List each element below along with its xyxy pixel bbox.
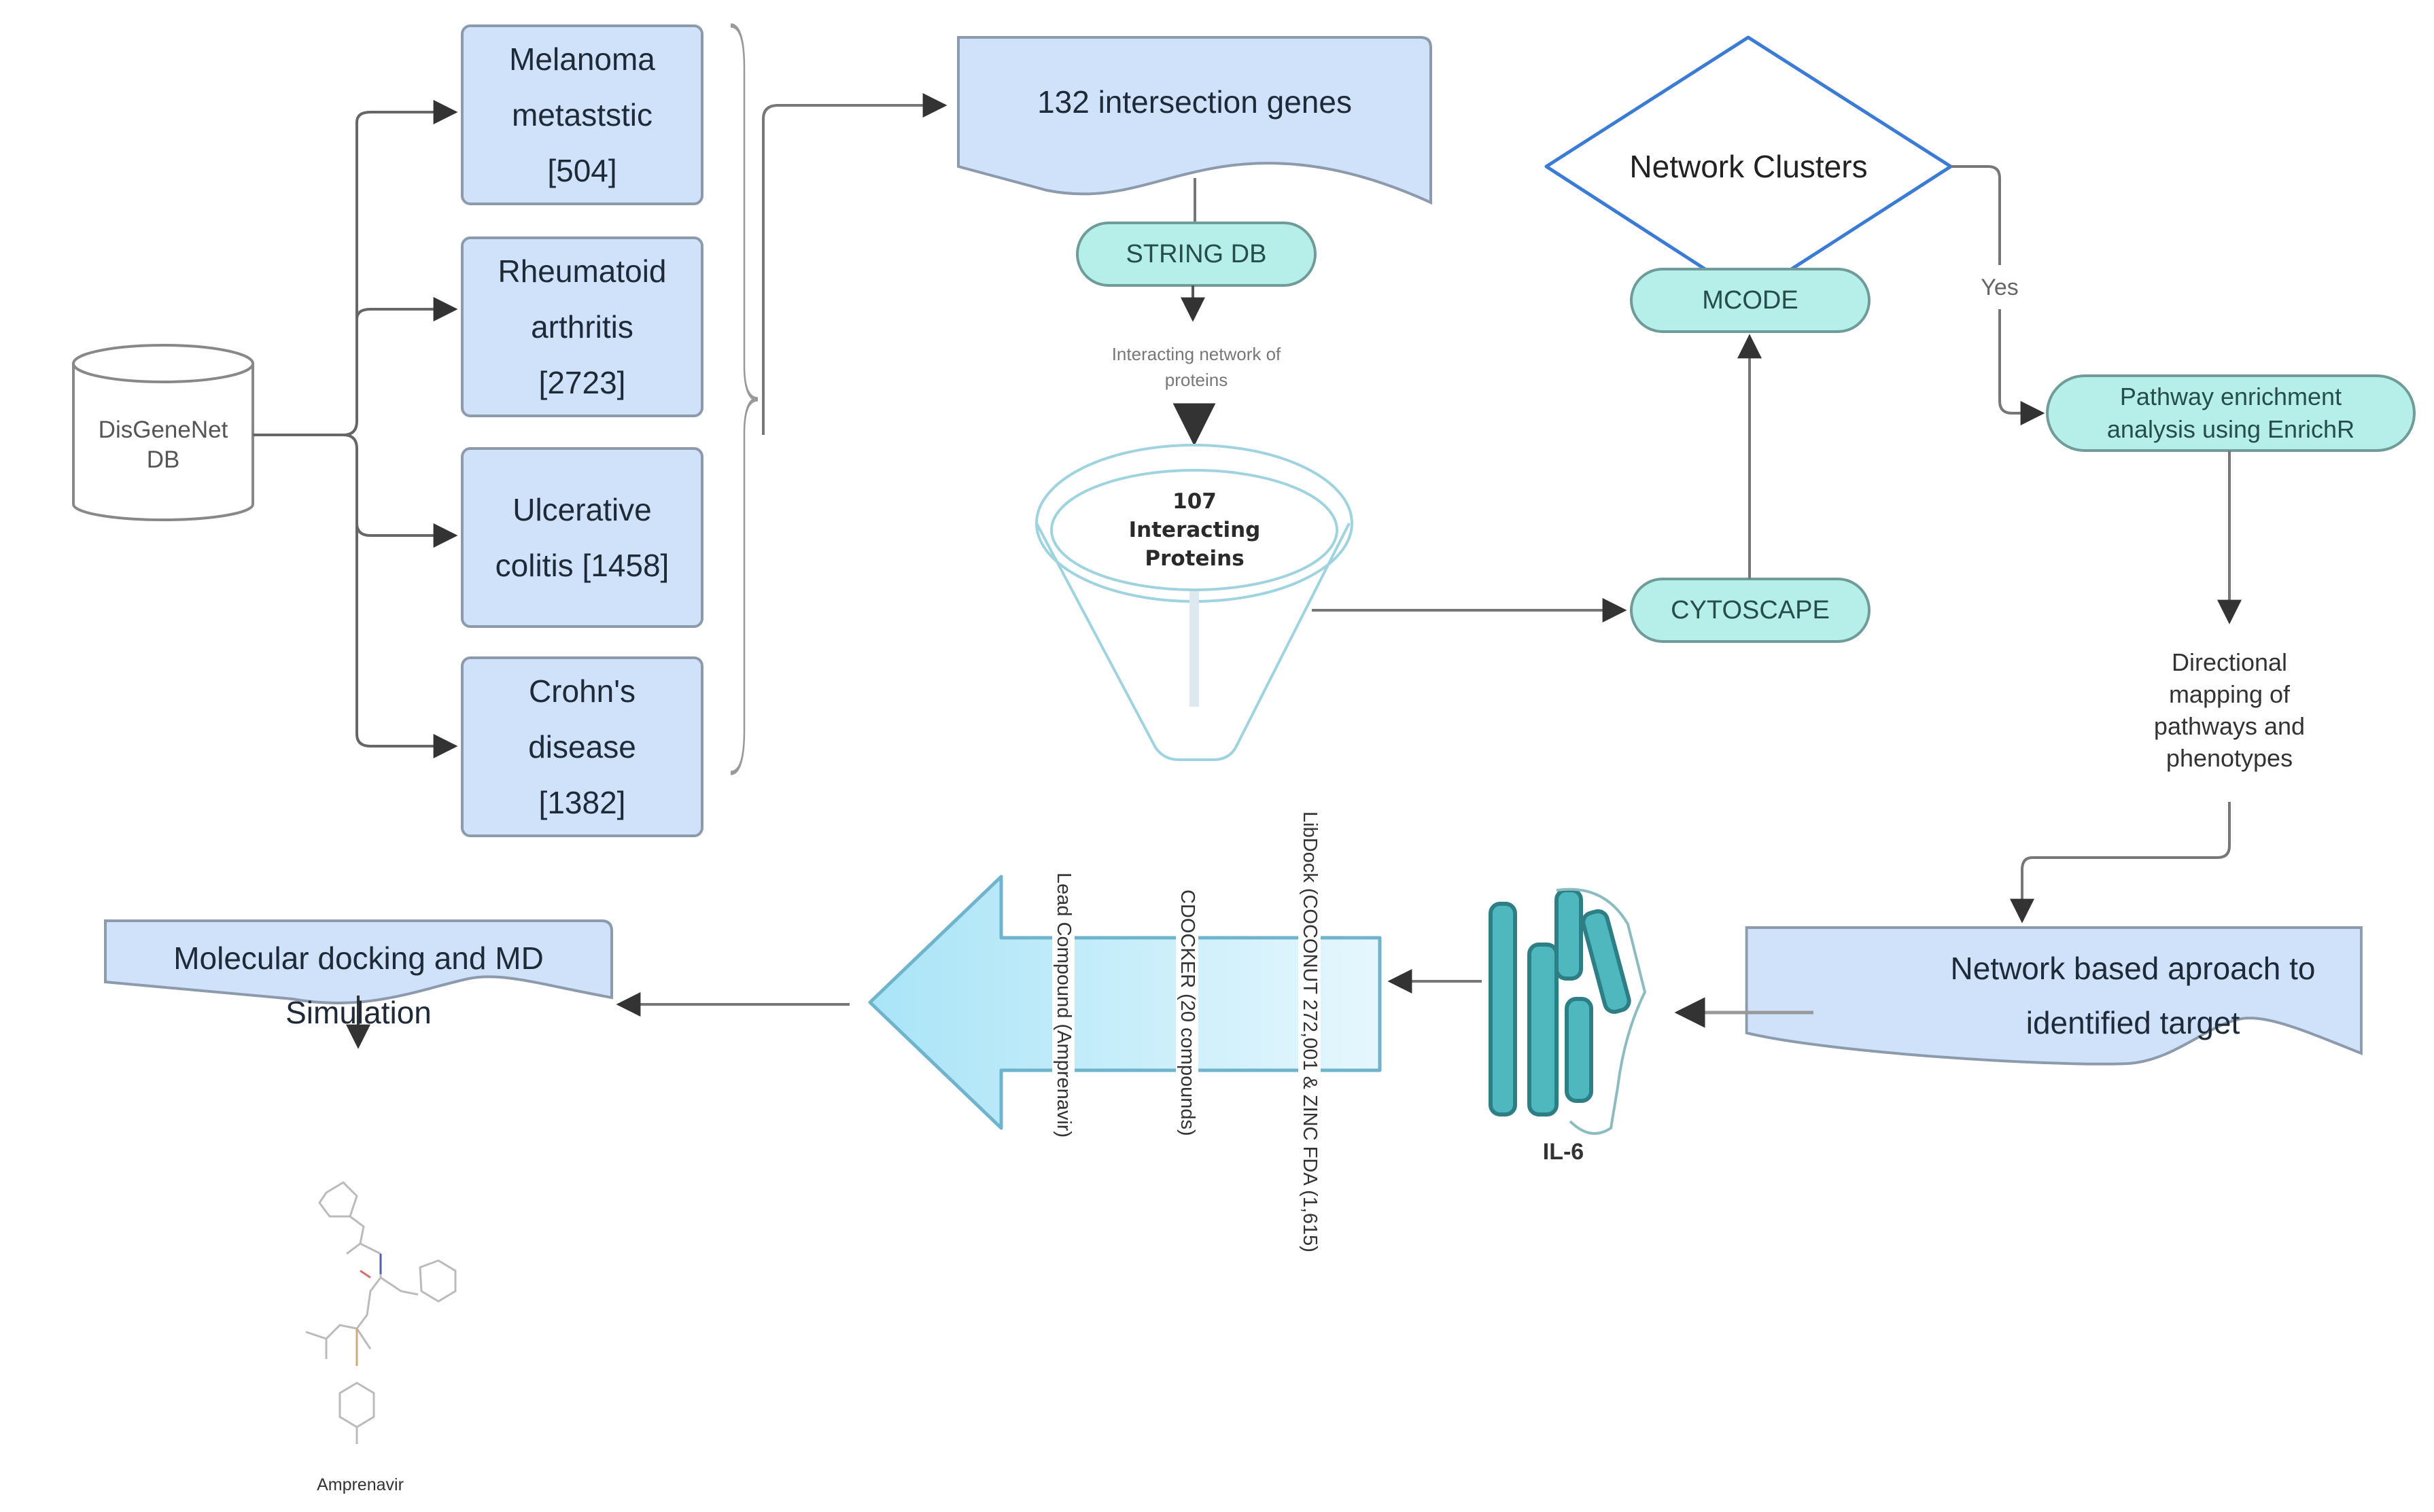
disease-box-melanoma: Melanoma metaststic [504]	[462, 26, 702, 204]
disease-name-line: metaststic	[511, 97, 653, 133]
string-db-label: STRING DB	[1126, 239, 1267, 268]
libdock-label: LibDock (COCONUT 272,001 & ZINC FDA (1,6…	[1298, 809, 1321, 1255]
docking-line: Molecular docking and MD	[173, 940, 544, 976]
disease-box-rheumatoid: Rheumatoid arthritis [2723]	[462, 238, 702, 416]
mapping-line: pathways and	[2153, 712, 2306, 740]
enrichment-line: analysis using EnrichR	[2106, 415, 2355, 443]
docking-line: Simulation	[285, 995, 432, 1030]
docking-md-label: Molecular docking and MD Simulation	[105, 931, 612, 1040]
funnel-icon	[1035, 444, 1353, 761]
database-cylinder-icon	[72, 344, 254, 521]
brace-to-intersection-connector	[762, 93, 947, 435]
disease-gene-count: [2723]	[538, 365, 626, 400]
target-line: Network based aproach to	[1950, 951, 2316, 986]
disease-box-ulcerative: Ulcerative colitis [1458]	[462, 449, 702, 627]
yes-label: Yes	[1971, 270, 2028, 304]
yes-connector	[1951, 165, 2042, 413]
db-suffix: DB	[146, 446, 180, 473]
network-target-label: Network based aproach to identified targ…	[1813, 938, 2434, 1053]
interacting-network-note: Interacting network of proteins	[1060, 340, 1332, 394]
target-doc-shape	[1745, 926, 2363, 1066]
il6-protein-icon	[1489, 887, 1647, 1135]
protein-count: 107	[1172, 489, 1217, 514]
intersection-doc-shape	[957, 36, 1432, 205]
db-name: DisGeneNet	[98, 417, 228, 443]
disease-name-line: Rheumatoid	[498, 253, 667, 289]
disease-gene-count: colitis [1458]	[495, 548, 670, 583]
disease-gene-count: [1382]	[538, 785, 626, 820]
disease-name-line: Melanoma	[509, 41, 655, 77]
mapping-to-target-connector	[2010, 802, 2231, 924]
target-line: identified target	[2026, 1005, 2240, 1040]
grouping-brace	[730, 23, 759, 775]
note-line: proteins	[1164, 370, 1228, 390]
mapping-line: phenotypes	[2166, 744, 2293, 772]
disease-name-line: arthritis	[531, 309, 633, 345]
network-clusters-label: Network Clusters	[1629, 149, 1868, 184]
disease-name-line: Ulcerative	[512, 492, 652, 527]
funnel-line: Interacting	[1128, 518, 1261, 542]
disgenenet-db-label: DisGeneNet DB	[73, 408, 253, 482]
disease-box-crohns: Crohn's disease [1382]	[462, 658, 702, 836]
string-db-pill	[1076, 222, 1317, 287]
mapping-line: Directional	[2171, 648, 2288, 676]
disease-name-line: disease	[528, 729, 636, 764]
interacting-proteins-label: 107 Interacting Proteins	[1088, 486, 1302, 574]
mapping-line: mapping of	[2168, 680, 2291, 708]
intersection-genes-label: 132 intersection genes	[1037, 84, 1352, 120]
disease-name-line: Crohn's	[528, 673, 636, 709]
cdocker-label: CDOCKER (20 compounds)	[1176, 887, 1198, 1139]
amprenavir-label: Amprenavir	[317, 1475, 404, 1494]
disease-gene-count: [504]	[547, 153, 617, 188]
enrichment-line: Pathway enrichment	[2119, 383, 2342, 410]
db-branch-connectors	[253, 100, 458, 758]
funnel-line: Proteins	[1145, 546, 1245, 571]
cytoscape-label: CYTOSCAPE	[1671, 595, 1830, 625]
lead-compound-label: Lead Compound (Amprenavir)	[1052, 870, 1075, 1141]
enrichment-label: Pathway enrichment analysis using Enrich…	[2047, 376, 2414, 451]
disease-boxes	[461, 24, 703, 837]
note-line: Interacting network of	[1111, 344, 1281, 364]
mcode-label: MCODE	[1702, 285, 1798, 315]
amprenavir-structure-icon	[305, 1181, 457, 1444]
directional-mapping-label: Directional mapping of pathways and phen…	[2107, 642, 2352, 778]
mcode-pill	[1630, 268, 1871, 333]
il6-label: IL-6	[1542, 1138, 1584, 1165]
